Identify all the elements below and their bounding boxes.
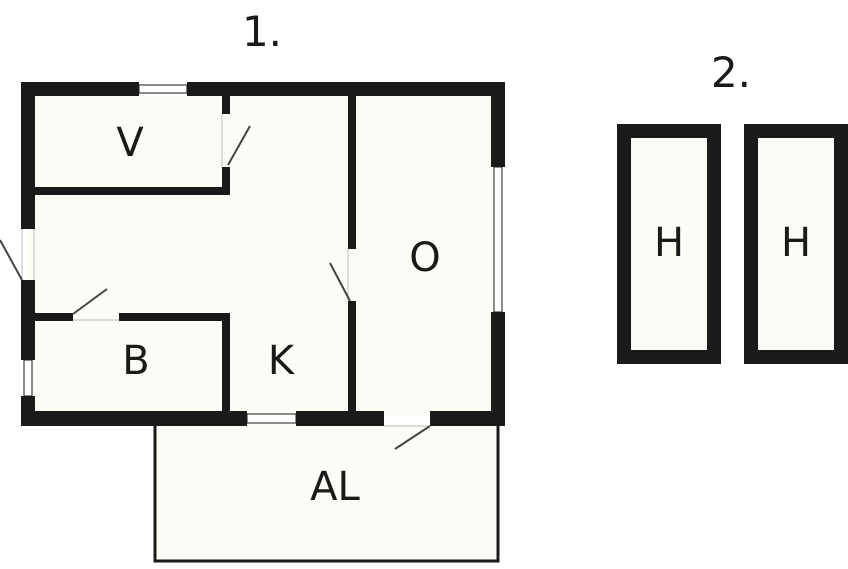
outer-walls	[21, 82, 505, 426]
door-thresholds	[21, 114, 430, 427]
balcony-outline	[153, 426, 500, 563]
room-label-h1: H	[653, 220, 685, 266]
plan-1-title: 1.	[241, 7, 283, 56]
door-v-swing	[227, 125, 251, 166]
windows	[23, 84, 503, 424]
interior-walls	[35, 96, 356, 411]
room-label-al: AL	[310, 464, 360, 510]
plan-2-title: 2.	[710, 48, 752, 97]
door-entry-swing	[0, 239, 23, 281]
room-label-b: B	[122, 338, 150, 384]
plan-2	[617, 124, 848, 364]
door-b-swing	[72, 288, 108, 315]
room-label-h2: H	[780, 220, 812, 266]
window-top	[138, 84, 188, 94]
room-label-k: K	[267, 338, 295, 384]
storage-h2-walls	[744, 124, 848, 364]
window-right	[493, 166, 503, 313]
window-bottom	[246, 413, 297, 424]
storage-h1-walls	[617, 124, 721, 364]
door-swings	[0, 125, 431, 450]
door-balcony-swing	[394, 425, 431, 450]
balcony-floor	[155, 425, 498, 560]
plan1-floor	[28, 90, 498, 415]
window-left	[23, 359, 33, 397]
room-label-v: V	[116, 120, 144, 166]
plan-1	[0, 82, 505, 563]
room-label-o: O	[409, 235, 441, 281]
door-o-swing	[329, 262, 351, 302]
